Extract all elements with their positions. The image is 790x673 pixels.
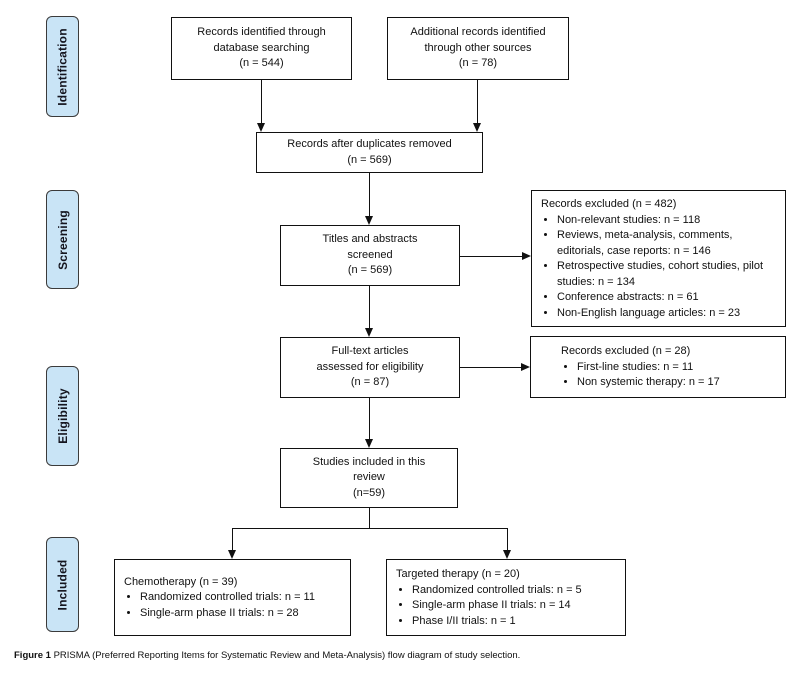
box-records-excluded-eligibility: Records excluded (n = 28) First-line stu… (530, 336, 786, 398)
connector-duplicates-to-screened (368, 173, 370, 217)
box-duplicates-removed: Records after duplicates removed (n = 56… (256, 132, 483, 173)
figure-caption: Figure 1 PRISMA (Preferred Reporting Ite… (14, 650, 520, 661)
targeted-therapy-item: Phase I/II trials: n = 1 (412, 614, 619, 630)
box-titles-abstracts-screened: Titles and abstracts screened (n = 569) (280, 225, 460, 286)
connector-screened-to-fulltext (368, 286, 370, 329)
box-studies-included: Studies included in this review (n=59) (280, 448, 458, 508)
targeted-therapy-item: Single-arm phase II trials: n = 14 (412, 598, 619, 614)
excluded-screening-item: Non-relevant studies: n = 118 (557, 213, 779, 229)
arrowhead-down-icon (364, 216, 373, 225)
excluded-screening-item: Conference abstracts: n = 61 (557, 290, 779, 306)
excluded-screening-item: Reviews, meta-analysis, comments, editor… (557, 228, 779, 259)
connector-fulltext-to-included (368, 398, 370, 440)
connector-fulltext-to-excluded (460, 366, 522, 368)
excluded-eligibility-title: Records excluded (n = 28) (561, 345, 691, 358)
excluded-screening-title: Records excluded (n = 482) (541, 198, 677, 210)
box-fulltext-assessed: Full-text articles assessed for eligibil… (280, 337, 460, 398)
stage-eligibility: Eligibility (46, 366, 79, 466)
targeted-therapy-list: Randomized controlled trials: n = 5 Sing… (396, 583, 619, 630)
arrowhead-down-icon (256, 123, 265, 132)
targeted-therapy-item: Randomized controlled trials: n = 5 (412, 583, 619, 599)
stage-identification-label: Identification (55, 27, 70, 106)
connector-db-to-duplicates (260, 80, 262, 124)
arrowhead-down-icon (364, 439, 373, 448)
connector-screened-to-excluded (460, 255, 523, 257)
connector-included-stem (368, 508, 370, 529)
chemotherapy-title: Chemotherapy (n = 39) (124, 575, 238, 588)
chemotherapy-list: Randomized controlled trials: n = 11 Sin… (124, 590, 344, 621)
stage-eligibility-label: Eligibility (55, 388, 70, 444)
chemotherapy-item: Randomized controlled trials: n = 11 (140, 590, 344, 606)
connector-branch-to-chemo (231, 528, 233, 551)
stage-screening-label: Screening (55, 209, 70, 270)
excluded-eligibility-item: First-line studies: n = 11 (577, 360, 779, 376)
arrowhead-right-icon (522, 252, 531, 260)
arrowhead-down-icon (364, 328, 373, 337)
box-records-other-sources: Additional records identified through ot… (387, 17, 569, 80)
box-chemotherapy: Chemotherapy (n = 39) Randomized control… (114, 559, 351, 636)
box-targeted-therapy: Targeted therapy (n = 20) Randomized con… (386, 559, 626, 636)
arrowhead-down-icon (227, 550, 236, 559)
stage-identification: Identification (46, 16, 79, 117)
excluded-eligibility-list: First-line studies: n = 11 Non systemic … (561, 360, 779, 391)
arrowhead-down-icon (472, 123, 481, 132)
connector-other-to-duplicates (476, 80, 478, 124)
box-records-excluded-screening: Records excluded (n = 482) Non-relevant … (531, 190, 786, 327)
stage-included-label: Included (55, 559, 70, 610)
box-records-database-search: Records identified through database sear… (171, 17, 352, 80)
excluded-screening-item: Retrospective studies, cohort studies, p… (557, 259, 779, 290)
arrowhead-right-icon (521, 363, 530, 371)
targeted-therapy-title: Targeted therapy (n = 20) (396, 568, 520, 580)
stage-included: Included (46, 537, 79, 632)
arrowhead-down-icon (502, 550, 511, 559)
connector-branch-horizontal (231, 527, 508, 529)
figure-caption-text: PRISMA (Preferred Reporting Items for Sy… (50, 650, 521, 661)
chemotherapy-item: Single-arm phase II trials: n = 28 (140, 606, 344, 622)
excluded-eligibility-item: Non systemic therapy: n = 17 (577, 375, 779, 391)
stage-screening: Screening (46, 190, 79, 289)
excluded-screening-item: Non-English language articles: n = 23 (557, 306, 779, 322)
connector-branch-to-targeted (506, 528, 508, 551)
figure-caption-label: Figure 1 (14, 650, 51, 661)
excluded-screening-list: Non-relevant studies: n = 118 Reviews, m… (541, 213, 779, 322)
